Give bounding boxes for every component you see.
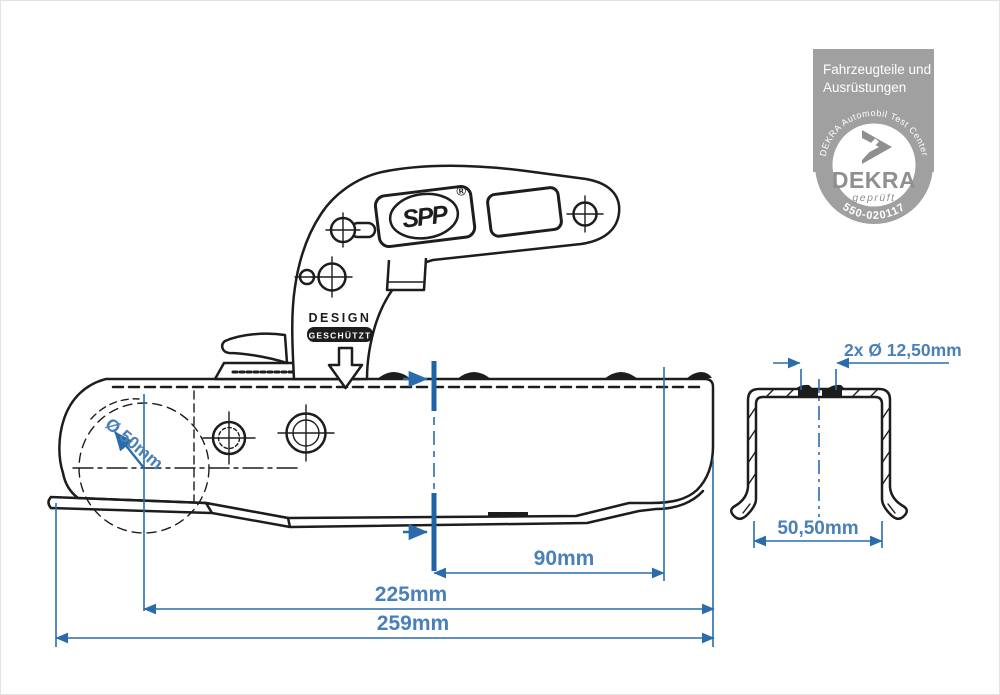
dim-225-label: 225mm [375, 583, 447, 606]
nose-hole [566, 195, 604, 233]
top-bumps [377, 372, 712, 379]
spp-brand-text: SPP [401, 200, 450, 233]
spp-logo-plate: SPP ® [373, 183, 477, 249]
handle-outline [291, 164, 621, 381]
dekra-logo-icon [855, 130, 892, 164]
cross-section-view: 2x Ø 12,50mm 50,50mm [730, 340, 962, 548]
coupling-side-view: SPP ® DESIGN GESCHÜTZT [47, 164, 715, 534]
badge-header-line1: Fahrzeugteile und [823, 62, 931, 77]
latch-housing [385, 257, 428, 292]
rear-plate-bend [575, 502, 630, 517]
badge-seal-inner [832, 123, 916, 207]
body-hole-small [202, 411, 256, 465]
dekra-badge: Fahrzeugteile und Ausrüstungen DEKRA Aut… [813, 49, 934, 224]
dim-width-label: 50,50mm [777, 518, 858, 539]
plate-slot [488, 512, 528, 517]
dim-holes-group: 2x Ø 12,50mm [773, 340, 962, 390]
design-subtext: GESCHÜTZT [309, 331, 372, 341]
handle-keyhole [325, 212, 377, 248]
coupling-body-outline [58, 377, 715, 520]
reference-centerline [403, 361, 437, 571]
badge-header-line2: Ausrüstungen [823, 80, 906, 95]
socket-opening-arc [90, 398, 140, 420]
release-catch-fin [220, 332, 289, 365]
design-text: DESIGN [309, 311, 372, 325]
rear-plate-underside [289, 489, 705, 529]
down-arrow-icon [327, 346, 364, 390]
section-hole-fill [798, 389, 818, 397]
ball-radius-arrow [114, 431, 145, 469]
dim-width-group: 50,50mm [753, 518, 883, 548]
front-plate [47, 495, 213, 515]
body-hole-large [277, 404, 335, 462]
dim-90-label: 90mm [534, 547, 595, 570]
registered-mark: ® [456, 183, 468, 199]
handle-hole-pin [294, 268, 320, 286]
badge-approval-text: geprüft [852, 192, 895, 204]
section-hole-fill2 [822, 389, 842, 397]
type-plate [486, 186, 563, 238]
section-hole-bumps [795, 384, 845, 389]
design-subtext-pill [307, 327, 373, 342]
badge-brand-text: DEKRA [832, 167, 916, 193]
dim-259-label: 259mm [377, 612, 449, 635]
dim-holes-label: 2x Ø 12,50mm [844, 340, 962, 360]
section-hatching [742, 388, 896, 514]
